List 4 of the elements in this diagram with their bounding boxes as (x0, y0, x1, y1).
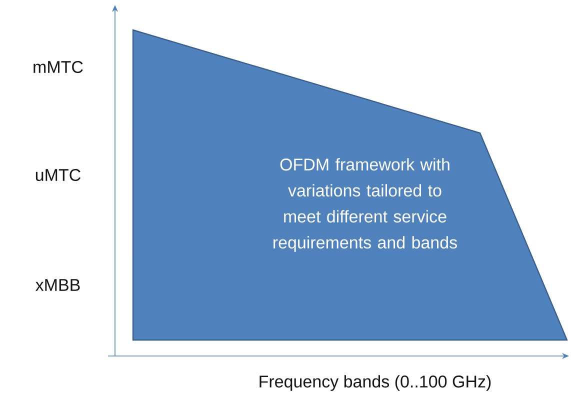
category-label: mMTC (34, 60, 83, 74)
category-label: xMBB (36, 279, 80, 291)
category-label: uMTC (36, 168, 80, 182)
axis-label: Frequency bands (0..100 GHz) (260, 375, 491, 391)
